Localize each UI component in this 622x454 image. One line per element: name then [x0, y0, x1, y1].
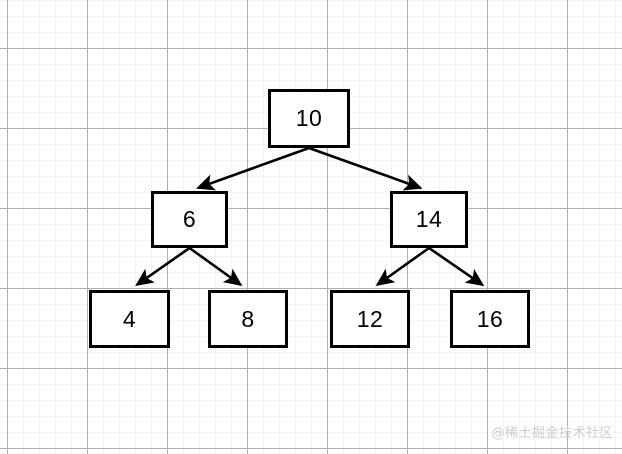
- tree-node-label: 4: [122, 305, 137, 332]
- tree-node-left[interactable]: 6: [151, 191, 228, 248]
- tree-node-label: 12: [356, 305, 384, 332]
- tree-edge: [188, 246, 243, 286]
- tree-edge: [308, 146, 423, 191]
- tree-node-label: 10: [295, 105, 323, 131]
- tree-node-label: 6: [182, 206, 197, 232]
- tree-node-label: 14: [415, 206, 443, 232]
- tree-node-label: 16: [476, 305, 504, 332]
- tree-node-right[interactable]: 14: [390, 191, 468, 248]
- tree-node-left-right[interactable]: 8: [208, 290, 288, 348]
- tree-edge: [196, 146, 310, 191]
- tree-edge: [375, 246, 430, 286]
- tree-edge: [135, 246, 191, 287]
- tree-node-left-left[interactable]: 4: [89, 290, 170, 348]
- tree-edge: [428, 246, 485, 287]
- tree-node-root[interactable]: 10: [268, 89, 350, 148]
- tree-node-label: 8: [241, 305, 255, 332]
- watermark-label: @稀土掘金技术社区: [491, 426, 613, 441]
- tree-node-right-right[interactable]: 16: [450, 290, 530, 348]
- tree-node-right-left[interactable]: 12: [330, 290, 410, 348]
